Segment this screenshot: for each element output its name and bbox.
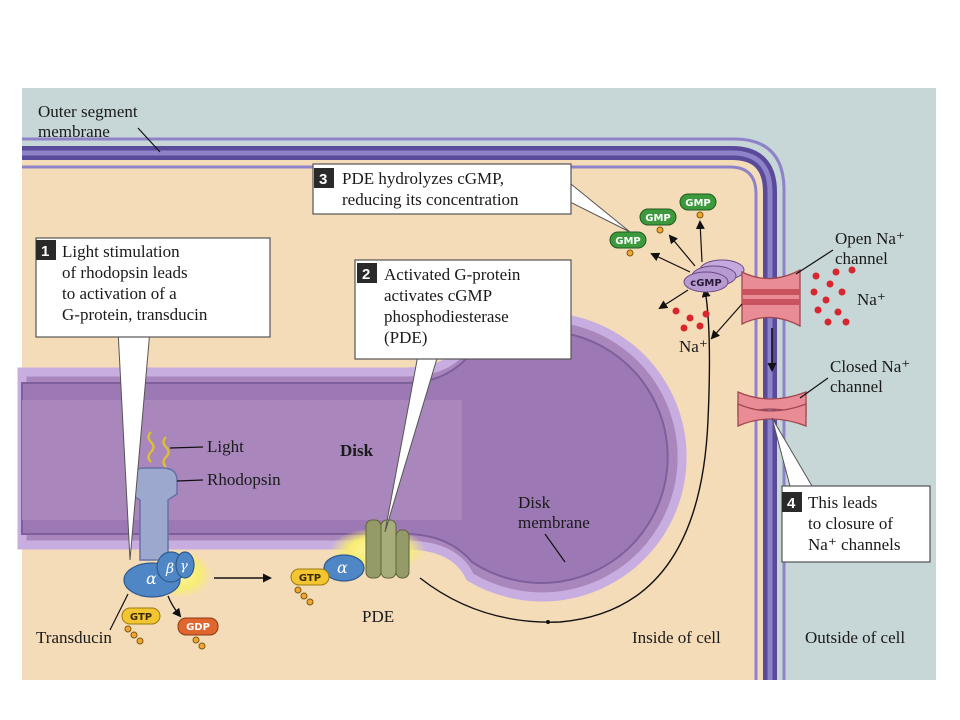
na-outside-label: Na⁺: [857, 290, 886, 309]
transducin-label: Transducin: [36, 628, 112, 647]
step-3-callout: 3 PDE hydrolyzes cGMP, reducing its conc…: [312, 163, 631, 233]
closed-channel-label: Closed Na⁺ channel: [830, 357, 915, 396]
svg-text:β: β: [165, 561, 174, 577]
svg-text:GTP: GTP: [130, 612, 152, 623]
na-inside-label: Na⁺: [679, 337, 708, 356]
svg-text:Activated G-protein acti: Activated G-protein activates cGMP phosp…: [384, 265, 525, 347]
svg-text:PDE hydrolyzes cGMP, red: PDE hydrolyzes cGMP, reducing its concen…: [342, 169, 519, 209]
svg-text:GTP: GTP: [299, 573, 321, 584]
open-channel-label: Open Na⁺ channel: [835, 229, 909, 268]
svg-text:1: 1: [41, 243, 49, 260]
svg-text:Light stimulation of rho: Light stimulation of rhodopsin leads to …: [62, 242, 208, 324]
step-2-callout: 2 Activated G-protein activates cGMP pho…: [354, 259, 572, 533]
outside-cell-label: Outside of cell: [805, 628, 905, 647]
svg-text:γ: γ: [180, 559, 188, 574]
svg-text:This leads to closure of: This leads to closure of Na⁺ channels: [808, 493, 901, 554]
closed-na-channel: [737, 391, 807, 427]
open-na-channel: [741, 268, 801, 328]
gmp-pill-1: GMP: [609, 231, 647, 257]
pde: α: [323, 519, 426, 582]
gmp-pill-3: GMP: [679, 193, 717, 219]
disk-label: Disk: [340, 441, 374, 460]
svg-text:GDP: GDP: [186, 622, 210, 633]
cgmp-cluster: cGMP: [683, 259, 745, 293]
svg-text:2: 2: [362, 266, 370, 283]
pde-label: PDE: [362, 607, 394, 626]
svg-text:3: 3: [319, 171, 327, 188]
disk-membrane-label: Disk membrane: [518, 493, 590, 532]
outer-membrane-label: Outer segment membrane: [38, 102, 142, 141]
step-1-callout: 1 Light stimulation of rhodopsin leads t…: [35, 237, 271, 561]
sodium-ions-outside: [810, 266, 856, 326]
sodium-ions-inside: [672, 307, 710, 332]
svg-text:GMP: GMP: [615, 236, 641, 247]
svg-text:α: α: [337, 558, 348, 577]
inside-cell-label: Inside of cell: [632, 628, 721, 647]
gtp-pill-2: GTP: [290, 568, 330, 606]
gmp-pill-2: GMP: [639, 208, 677, 234]
svg-text:GMP: GMP: [645, 213, 671, 224]
light-label: Light: [207, 437, 244, 456]
rhodopsin-label: Rhodopsin: [207, 470, 281, 489]
transducin: α β γ: [123, 550, 212, 598]
svg-text:GMP: GMP: [685, 198, 711, 209]
svg-text:4: 4: [787, 495, 796, 512]
gdp-pill: GDP: [177, 617, 219, 650]
gtp-pill-1: GTP: [121, 607, 161, 645]
svg-text:α: α: [146, 569, 157, 588]
svg-text:cGMP: cGMP: [690, 278, 721, 289]
step-4-callout: 4 This leads to closure of Na⁺ channels: [771, 417, 931, 563]
